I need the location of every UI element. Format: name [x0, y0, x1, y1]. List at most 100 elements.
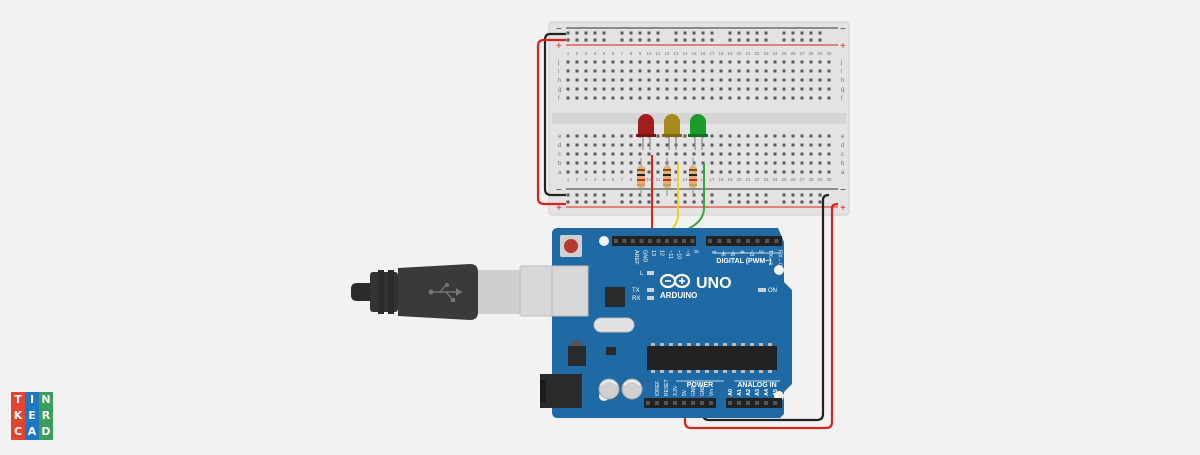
header-pin[interactable] [709, 401, 713, 405]
digital-pin-label: GND [642, 250, 648, 262]
row-letter: i [841, 69, 842, 75]
green-led[interactable] [688, 114, 708, 150]
header-pin[interactable] [690, 239, 695, 243]
column-number: 13 [673, 177, 679, 182]
terminal-hole [746, 60, 750, 64]
header-pin[interactable] [774, 239, 779, 243]
terminal-hole [674, 69, 678, 73]
header-pin[interactable] [682, 239, 686, 243]
red-led[interactable] [636, 114, 656, 150]
terminal-hole [611, 143, 615, 147]
rail-hole [656, 31, 660, 35]
rx-led [647, 296, 654, 300]
analog-pin-label: A4 [764, 388, 770, 396]
header-pin[interactable] [622, 239, 627, 243]
rail-hole [809, 31, 813, 35]
terminal-hole [647, 60, 651, 64]
terminal-hole [737, 87, 741, 91]
resistor[interactable] [637, 158, 645, 196]
chip-pin [669, 343, 673, 346]
header-pin[interactable] [664, 401, 668, 405]
header-pin[interactable] [773, 401, 777, 405]
column-number: 30 [826, 51, 832, 56]
yellow-led[interactable] [662, 114, 682, 150]
pin10-wire[interactable] [670, 163, 705, 239]
rail-hole [809, 193, 813, 197]
header-pin[interactable] [682, 401, 686, 405]
rail-hole [746, 31, 750, 35]
l-led-label: L [640, 271, 644, 277]
terminal-hole [620, 87, 624, 91]
5v-wire[interactable] [683, 202, 839, 430]
terminal-hole [656, 96, 660, 100]
terminal-hole [665, 78, 669, 82]
terminal-hole [728, 60, 732, 64]
terminal-hole [728, 143, 732, 147]
terminal-hole [746, 152, 750, 156]
rail-hole [584, 31, 588, 35]
header-pin[interactable] [655, 401, 659, 405]
header-pin[interactable] [727, 239, 731, 243]
resistors [637, 158, 697, 196]
header-pin[interactable] [631, 239, 635, 243]
header-pin[interactable] [755, 239, 760, 243]
header-pin[interactable] [746, 401, 750, 405]
terminal-hole [593, 152, 597, 156]
header-pin[interactable] [639, 239, 644, 243]
header-pin[interactable] [646, 401, 650, 405]
header-pin[interactable] [700, 401, 704, 405]
rail-hole [809, 200, 813, 204]
terminal-hole [818, 96, 822, 100]
rail-hole [629, 193, 633, 197]
header-pin[interactable] [736, 239, 741, 243]
terminal-hole [818, 143, 822, 147]
rail-plus-label: + [556, 41, 562, 52]
rail-hole [566, 38, 570, 42]
logo-letter: K [11, 408, 25, 424]
terminal-hole [710, 87, 714, 91]
rail-hole [737, 31, 741, 35]
terminal-hole [719, 134, 723, 138]
header-pin[interactable] [673, 239, 678, 243]
header-pin[interactable] [691, 401, 695, 405]
resistor[interactable] [663, 158, 671, 196]
row-letter: g [558, 87, 561, 93]
rail-hole [575, 31, 579, 35]
header-pin[interactable] [728, 401, 732, 405]
rail-hole [701, 38, 705, 42]
red-rail-jumper-wire[interactable] [536, 38, 566, 206]
column-number: 25 [781, 51, 787, 56]
header-pin[interactable] [764, 401, 768, 405]
column-number: 8 [630, 51, 633, 56]
terminal-hole [656, 161, 660, 165]
terminal-hole [593, 87, 597, 91]
header-pin[interactable] [737, 401, 741, 405]
terminal-hole [665, 60, 669, 64]
header-pin[interactable] [614, 239, 618, 243]
terminal-hole [656, 87, 660, 91]
black-rail-jumper-wire[interactable] [543, 32, 566, 197]
terminal-hole [746, 78, 750, 82]
terminal-hole [701, 152, 705, 156]
header-pin[interactable] [656, 239, 661, 243]
header-pin[interactable] [717, 239, 722, 243]
row-letter: a [558, 170, 562, 176]
gnd-wire[interactable] [701, 193, 830, 422]
rail-hole [728, 193, 732, 197]
terminal-hole [566, 87, 570, 91]
header-pin[interactable] [746, 239, 750, 243]
header-pin[interactable] [755, 401, 759, 405]
column-number: 11 [656, 177, 661, 182]
header-pin[interactable] [648, 239, 652, 243]
header-pin[interactable] [765, 239, 769, 243]
rail-hole [620, 200, 624, 204]
column-number: 14 [682, 177, 688, 182]
header-pin[interactable] [673, 401, 677, 405]
header-pin[interactable] [665, 239, 669, 243]
rail-hole [674, 193, 678, 197]
logo-letter: D [39, 424, 53, 440]
terminal-hole [764, 60, 768, 64]
header-pin[interactable] [708, 239, 712, 243]
resistor[interactable] [689, 158, 697, 196]
